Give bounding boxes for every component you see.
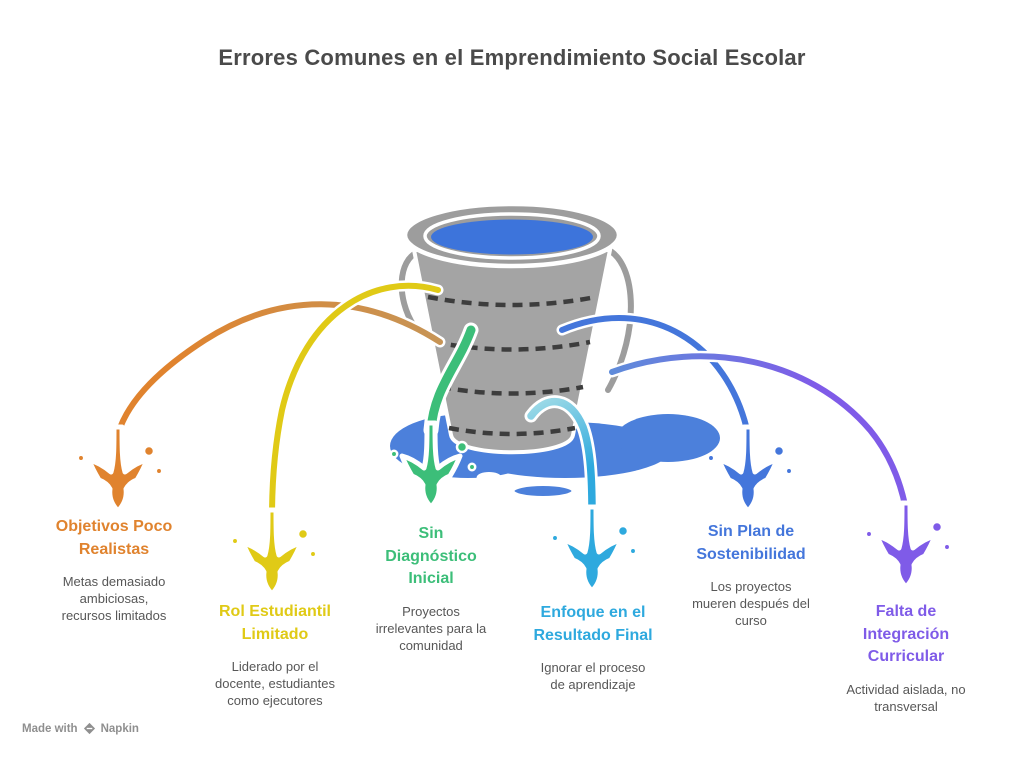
item-title: Objetivos Poco Realistas — [55, 518, 173, 558]
watermark-prefix: Made with — [22, 722, 78, 735]
item-description: Metas demasiado ambiciosas, recursos lim… — [61, 574, 167, 624]
item-rol-estudiantil-limitado: Rol Estudiantil Limitado Liderado por el… — [170, 601, 380, 710]
splash-icon — [552, 507, 636, 591]
leak-arc-falta-integracion-curricular — [606, 350, 912, 516]
leak-arc-sin-diagnostico-inicial — [423, 322, 479, 438]
puddle-drop — [476, 472, 502, 484]
item-enfoque-resultado-final: Enfoque en el Resultado Final Ignorar el… — [488, 602, 698, 694]
item-title: Enfoque en el Resultado Final — [533, 604, 653, 644]
splash-icon — [78, 427, 162, 511]
leak-arc-objetivos-poco-realistas — [112, 298, 446, 440]
splash-icon — [232, 510, 316, 594]
napkin-watermark: Made with Napkin — [22, 722, 139, 735]
napkin-logo-icon — [83, 722, 95, 735]
leak-arc-sin-plan-sostenibilidad — [556, 312, 754, 440]
item-description: Ignorar el proceso de aprendizaje — [540, 660, 646, 693]
puddle-drop — [511, 483, 575, 499]
leak-arc-rol-estudiantil-limitado — [266, 280, 444, 523]
item-title: Sin Diagnóstico Inicial — [385, 525, 477, 588]
water-surface — [431, 219, 593, 255]
leak-arc-enfoque-resultado-final — [524, 395, 599, 521]
watermark-brand: Napkin — [100, 722, 139, 735]
item-sin-plan-sostenibilidad: Sin Plan de Sostenibilidad Los proyectos… — [646, 521, 856, 630]
item-title: Rol Estudiantil Limitado — [219, 603, 331, 643]
item-description: Liderado por el docente, estudiantes com… — [215, 659, 335, 709]
item-title: Falta de Integración Curricular — [862, 603, 950, 666]
item-falta-integracion-curricular: Falta de Integración Curricular Activida… — [801, 601, 1011, 716]
splash-icon — [866, 503, 950, 587]
item-description: Proyectos irrelevantes para la comunidad — [375, 604, 487, 653]
item-description: Actividad aislada, no transversal — [846, 682, 966, 715]
item-objetivos-poco-realistas: Objetivos Poco Realistas Metas demasiado… — [9, 516, 219, 625]
diagram-title: Errores Comunes en el Emprendimiento Soc… — [218, 45, 806, 70]
item-description: Los proyectos mueren después del curso — [692, 579, 810, 629]
item-sin-diagnostico-inicial: Sin Diagnóstico Inicial Proyectos irrele… — [326, 523, 536, 655]
bucket-level-lines — [427, 294, 597, 437]
item-title: Sin Plan de Sostenibilidad — [696, 523, 806, 563]
